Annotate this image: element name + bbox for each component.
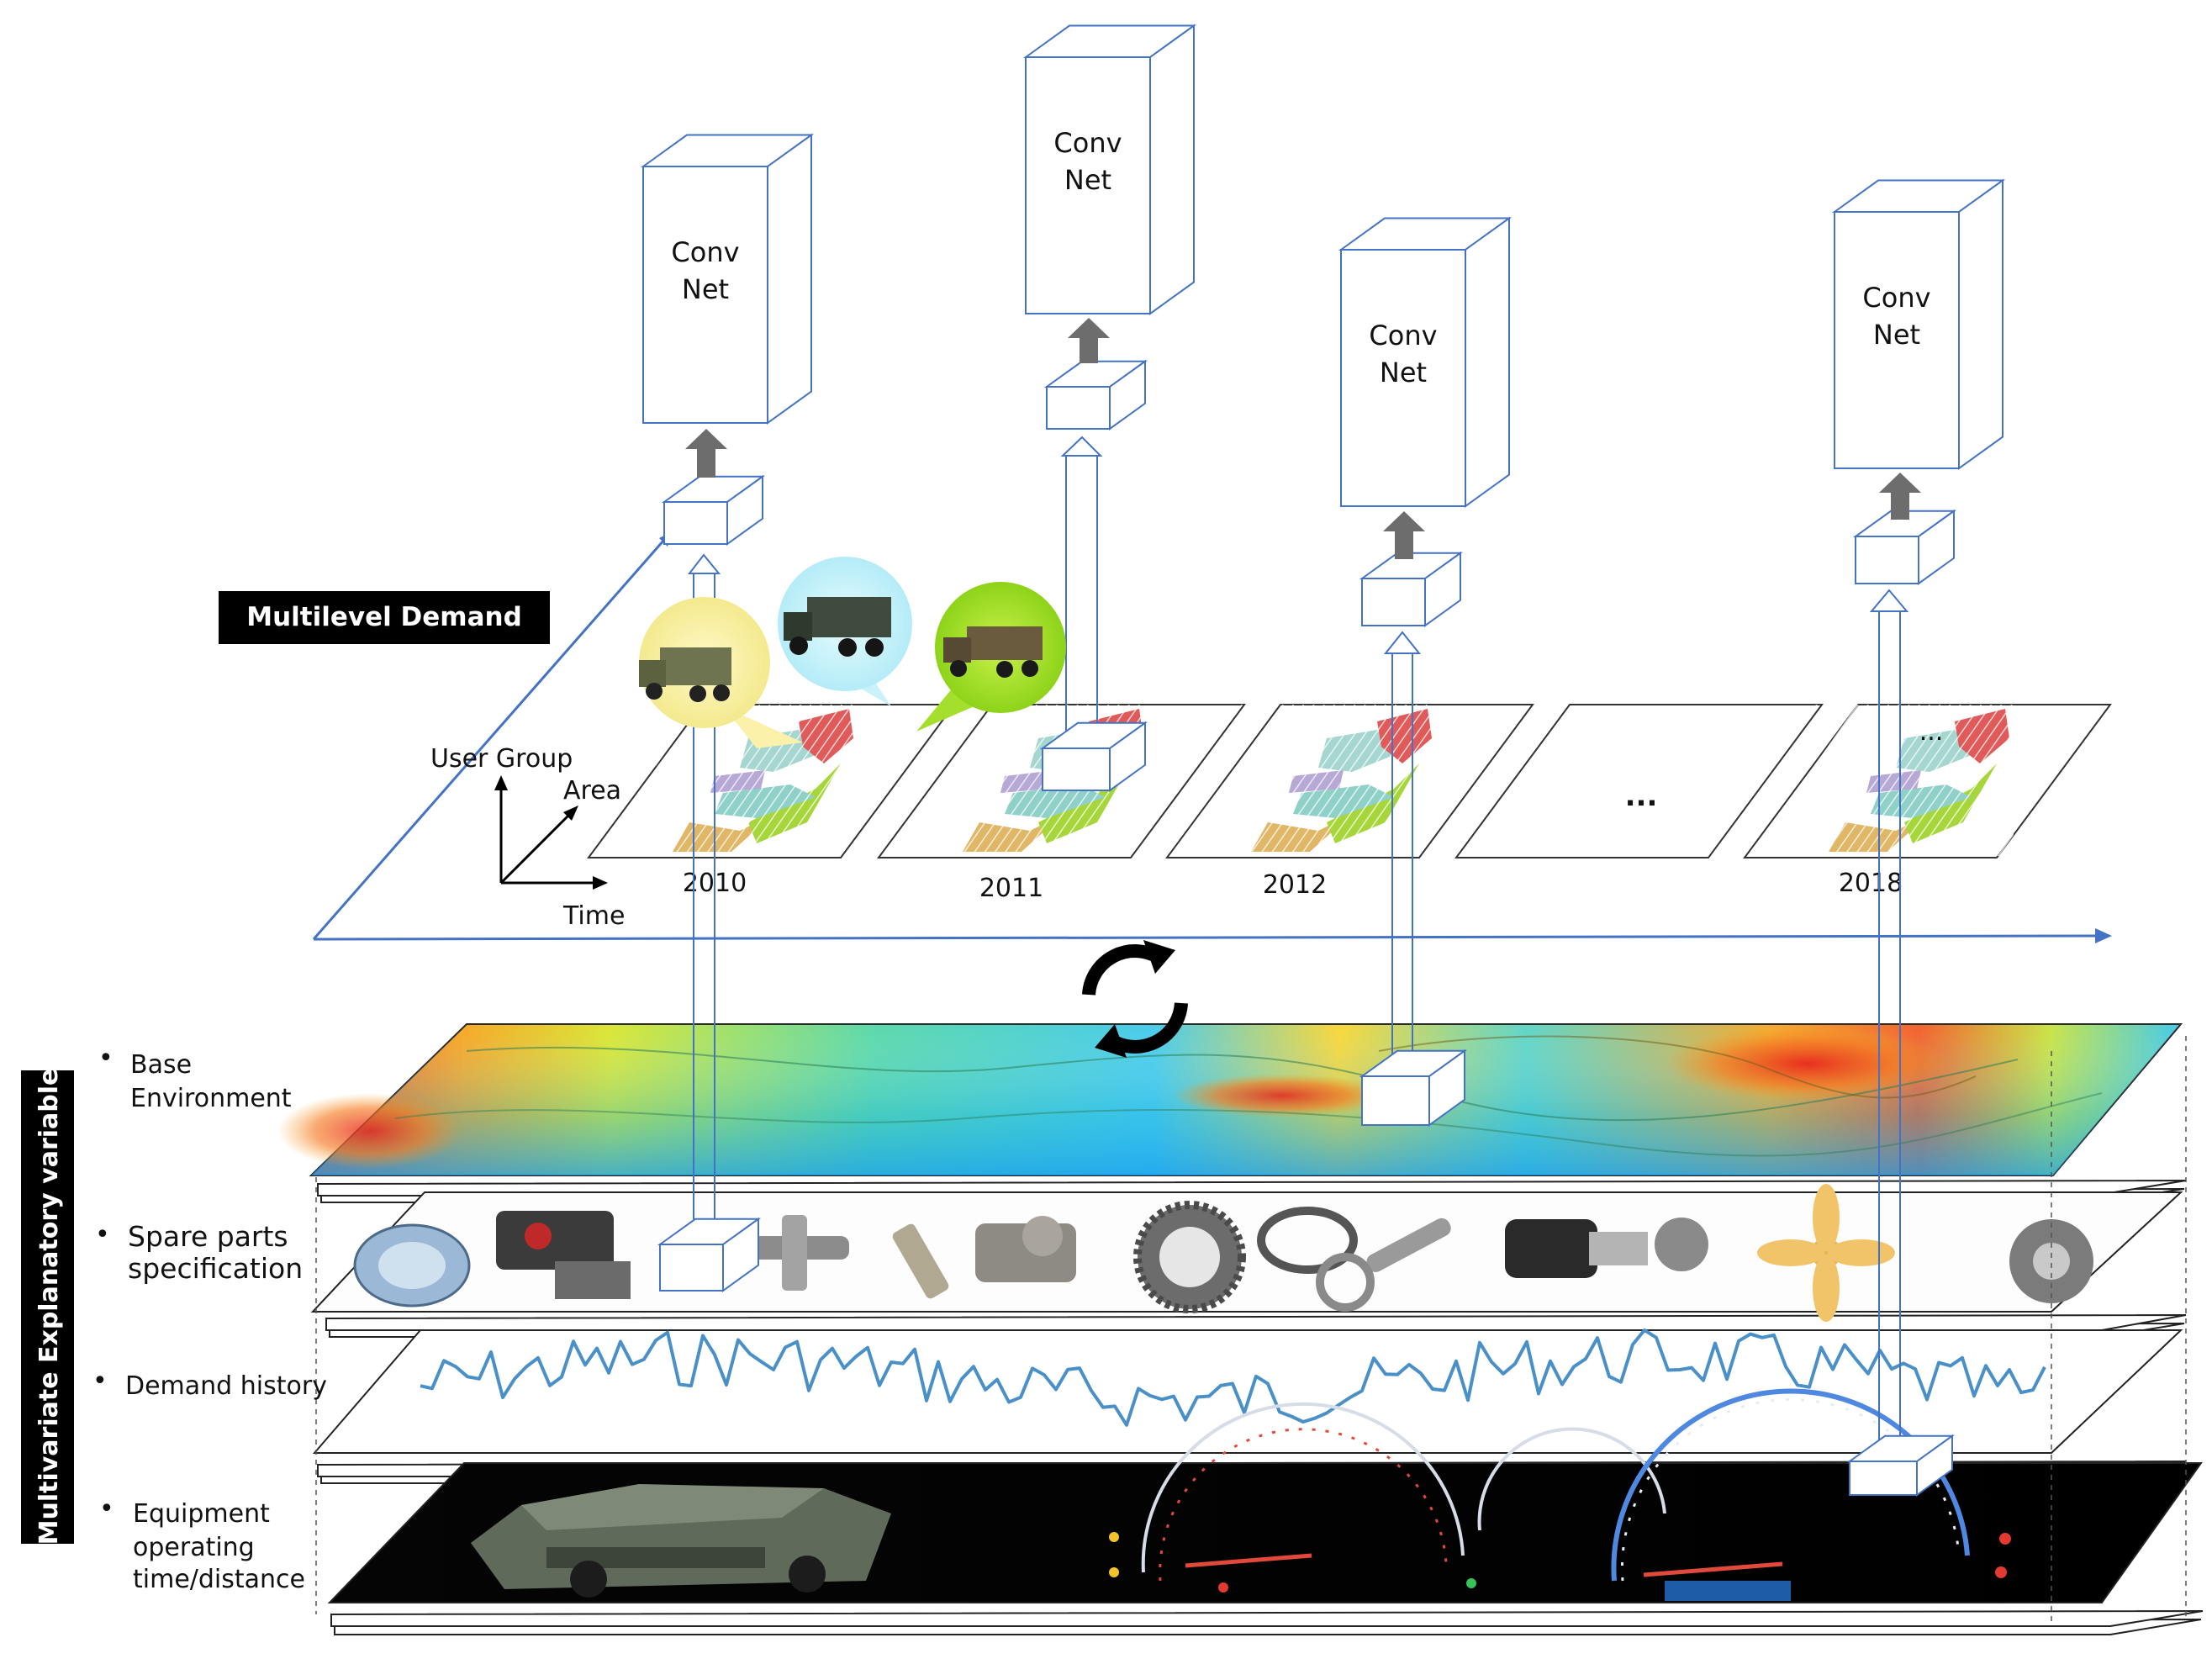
- truck-icon: [784, 597, 891, 657]
- layer-cube: [657, 1217, 762, 1292]
- gasket-icon: [1257, 1207, 1358, 1274]
- convnet-label-line2: Net: [1873, 319, 1920, 351]
- layer-label-spare-2: specification: [128, 1252, 303, 1285]
- layer-label-spare-1: Spare parts: [128, 1220, 288, 1253]
- layer-label-base-1: Base: [130, 1050, 192, 1080]
- layer-label-demand-1: Demand history: [125, 1371, 327, 1401]
- input-cube: [1852, 509, 1957, 585]
- stack-side-guides: [315, 1036, 2187, 1623]
- layer-label-equip-2: operating: [133, 1533, 255, 1562]
- axes-indicator: User Group Area Time: [430, 744, 625, 931]
- axis-user-group: User Group: [430, 744, 573, 774]
- up-arrow-icon: [1068, 318, 1110, 363]
- bullet: •: [98, 1043, 114, 1073]
- convnet-label-line2: Net: [1380, 357, 1427, 388]
- engine-block-icon: [496, 1211, 614, 1270]
- bullet: •: [92, 1366, 108, 1396]
- map-plane: [1165, 704, 1534, 858]
- convnet-label-line1: Conv: [1053, 127, 1122, 159]
- axis-time: Time: [562, 901, 625, 931]
- map-plane: ...: [1454, 704, 1824, 858]
- year-label: 2018: [1839, 869, 1903, 898]
- up-arrow-icon: [685, 429, 727, 478]
- connecting-rod-icon: [1366, 1218, 1451, 1272]
- vertical-connectors: [687, 436, 1909, 1455]
- year-label: 2011: [979, 874, 1043, 903]
- layer-label-base-2: Environment: [130, 1084, 292, 1113]
- side-label-text: Multivariate Explanatory variable: [34, 1069, 64, 1545]
- map-cube: [1039, 721, 1148, 792]
- truck-bubbles: [639, 557, 1066, 748]
- spare-parts-layer: [310, 1184, 2187, 1338]
- layer-label-equip-1: Equipment: [133, 1499, 270, 1529]
- input-cube: [1043, 359, 1148, 431]
- layer-cube: [1359, 1049, 1468, 1127]
- multilevel-demand-label: Multilevel Demand: [246, 602, 522, 632]
- convnet-label-line2: Net: [682, 273, 729, 305]
- up-arrow-icon: [1383, 511, 1425, 559]
- input-cube: [1359, 551, 1464, 627]
- side-label-box: Multivariate Explanatory variable: [21, 1069, 74, 1545]
- convnet-label-line1: Conv: [1862, 282, 1930, 314]
- truck-icon: [943, 626, 1043, 678]
- ellipsis-text: ...: [1919, 717, 1944, 747]
- convnet-label-line2: Net: [1064, 164, 1111, 196]
- multilevel-demand-box: Multilevel Demand: [219, 591, 550, 644]
- layer-label-equip-3: time/distance: [133, 1565, 305, 1594]
- small-cubes: [657, 359, 1957, 1497]
- bullet: •: [95, 1220, 110, 1249]
- starter-motor-icon: [1505, 1219, 1597, 1278]
- korea-map-icon: [1234, 705, 1436, 856]
- ellipsis-text: ...: [1625, 779, 1658, 813]
- armored-vehicle-icon: [471, 1484, 891, 1598]
- up-arrow-icon: [1879, 473, 1921, 520]
- year-label: 2012: [1263, 870, 1327, 900]
- year-labels: 2010 2011 2012 2018: [683, 869, 1903, 903]
- equipment-operating-layer: [327, 1388, 2204, 1635]
- layer-cube: [1846, 1434, 1956, 1497]
- convnet-label-line1: Conv: [671, 236, 739, 268]
- korea-map-icon: [1812, 705, 2014, 856]
- bullet: •: [99, 1494, 114, 1524]
- truck-icon: [639, 647, 731, 702]
- input-cube: [661, 474, 766, 546]
- map-planes: ......: [587, 704, 2112, 858]
- refresh-cycle-icon: [1082, 940, 1188, 1058]
- layer-labels: • Base Environment • Spare parts specifi…: [92, 1043, 327, 1594]
- axis-area: Area: [563, 776, 621, 806]
- convnet-label-line1: Conv: [1369, 320, 1437, 351]
- demand-history-line: [420, 1328, 2046, 1427]
- map-plane: [1743, 704, 2112, 858]
- gray-arrows: [685, 318, 1921, 559]
